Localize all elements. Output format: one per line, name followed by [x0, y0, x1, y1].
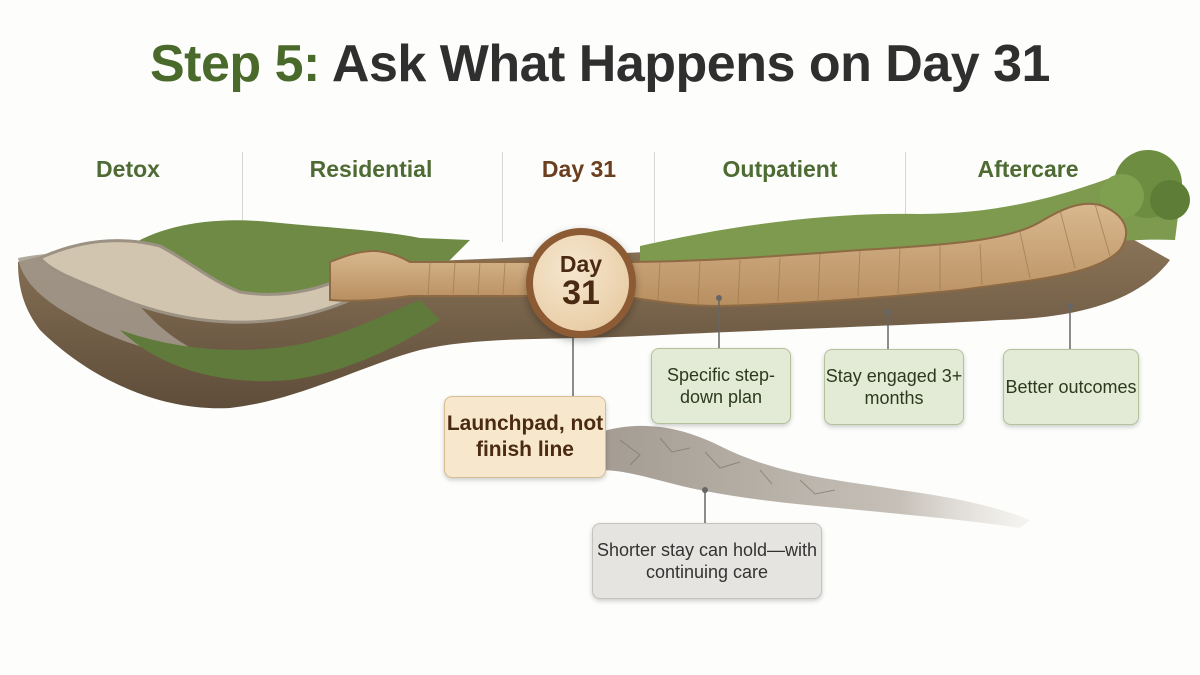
callout-shorter-stay: Shorter stay can hold—with continuing ca…: [592, 523, 822, 599]
callout-text: Specific step-down plan: [666, 364, 776, 408]
stone-edge: [18, 253, 230, 362]
page-title: Step 5: Ask What Happens on Day 31: [0, 38, 1200, 90]
phase-label-residential: Residential: [309, 156, 433, 182]
callout-step-down-plan: Specific step-down plan: [651, 348, 791, 424]
callout-text: Shorter stay can hold—with continuing ca…: [596, 539, 818, 583]
phase-label-detox: Detox: [96, 156, 160, 182]
cracked-path: [600, 425, 1030, 528]
connector-dot: [1067, 303, 1073, 309]
medallion-number: 31: [562, 274, 600, 312]
phase-label-day31: Day 31: [541, 156, 617, 182]
callout-better-outcomes: Better outcomes: [1003, 349, 1139, 425]
tree-canopy: [1150, 180, 1190, 220]
connector-lines: [572, 298, 1071, 523]
callout-text: Launchpad, not finish line: [446, 411, 604, 461]
phase-label-aftercare: Aftercare: [977, 156, 1079, 182]
phase-divider: [654, 152, 655, 242]
callout-text: Better outcomes: [1005, 376, 1137, 397]
connector-dot: [885, 309, 891, 315]
phase-divider: [502, 152, 503, 242]
callout-stay-engaged: Stay engaged 3+ months: [824, 349, 964, 425]
title-text: Ask What Happens on Day 31: [331, 35, 1051, 93]
day31-medallion: Day 31: [526, 228, 636, 338]
title-step: Step 5:: [150, 35, 320, 93]
connector-dot: [716, 295, 722, 301]
callout-launchpad: Launchpad, not finish line: [444, 396, 606, 478]
path-cracks: [619, 437, 836, 495]
tree-canopy: [1100, 174, 1144, 218]
callout-text: Stay engaged 3+ months: [825, 365, 963, 409]
phase-divider: [242, 152, 243, 242]
phase-label-outpatient: Outpatient: [722, 156, 838, 182]
connector-dot: [702, 487, 708, 493]
phase-divider: [905, 152, 906, 242]
boardwalk-planks: [427, 203, 1111, 305]
medallion-label: Day: [559, 251, 603, 277]
greenery-lower: [120, 300, 440, 382]
